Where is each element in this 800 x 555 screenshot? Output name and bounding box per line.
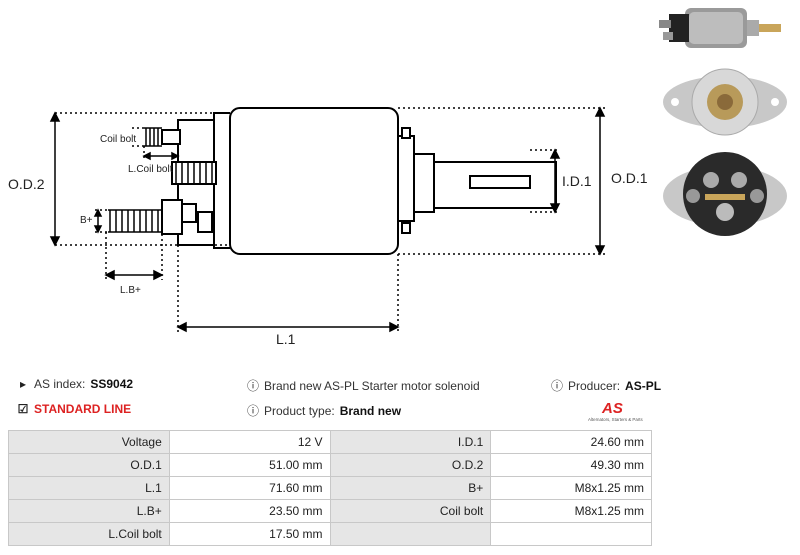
b-plus-label: B+ bbox=[80, 215, 93, 226]
as-index: ▸ AS index: SS9042 bbox=[17, 377, 133, 391]
spec-key: L.Coil bolt bbox=[8, 522, 170, 546]
description: ⓘ Brand new AS-PL Starter motor solenoid bbox=[247, 377, 480, 394]
standard-line-text: STANDARD LINE bbox=[34, 402, 132, 416]
spec-key: Coil bolt bbox=[329, 499, 492, 523]
product-photo-front bbox=[663, 152, 787, 236]
spec-key: L.B+ bbox=[8, 499, 170, 523]
spec-value: 51.00 mm bbox=[168, 453, 331, 477]
id1-label: I.D.1 bbox=[562, 173, 592, 189]
spec-value: M8x1.25 mm bbox=[490, 476, 652, 500]
spec-value: 12 V bbox=[168, 430, 331, 454]
spec-value: M8x1.25 mm bbox=[490, 499, 652, 523]
spec-value: 24.60 mm bbox=[490, 430, 652, 454]
product-type: ⓘ Product type: Brand new bbox=[247, 402, 401, 419]
svg-text:Alternators, Starters & Parts: Alternators, Starters & Parts bbox=[588, 417, 643, 422]
spec-value: 23.50 mm bbox=[168, 499, 331, 523]
checkbox-icon: ☑ bbox=[17, 402, 29, 416]
info-icon: ⓘ bbox=[551, 379, 564, 393]
product-photo-side bbox=[659, 8, 781, 48]
spec-key: O.D.2 bbox=[329, 453, 492, 477]
product-type-label: Product type: bbox=[264, 403, 335, 418]
spec-key: O.D.1 bbox=[8, 453, 170, 477]
description-text: Brand new AS-PL Starter motor solenoid bbox=[264, 378, 480, 393]
spec-value: 71.60 mm bbox=[168, 476, 331, 500]
l-b-plus-label: L.B+ bbox=[120, 285, 141, 296]
spec-value: 17.50 mm bbox=[168, 522, 331, 546]
coil-bolt-label: Coil bolt bbox=[100, 134, 136, 145]
as-index-value: SS9042 bbox=[90, 377, 134, 391]
product-photo-back bbox=[663, 68, 787, 136]
svg-text:AS: AS bbox=[601, 400, 623, 417]
product-type-value: Brand new bbox=[339, 403, 402, 418]
spec-key: B+ bbox=[329, 476, 492, 500]
producer-label: Producer: bbox=[568, 378, 621, 393]
spec-key: I.D.1 bbox=[329, 430, 492, 454]
producer: ⓘ Producer: AS-PL bbox=[551, 377, 661, 394]
l-coil-bolt-label: L.Coil bolt bbox=[128, 164, 173, 175]
info-icon: ⓘ bbox=[247, 404, 260, 418]
tag-icon: ▸ bbox=[19, 377, 27, 391]
spec-value: 49.30 mm bbox=[490, 453, 652, 477]
as-index-label: AS index: bbox=[34, 377, 86, 391]
producer-value: AS-PL bbox=[625, 378, 662, 393]
info-icon: ⓘ bbox=[247, 379, 260, 393]
l1-label: L.1 bbox=[276, 331, 296, 347]
od1-label: O.D.1 bbox=[611, 170, 648, 186]
as-pl-logo: AS Alternators, Starters & Parts bbox=[588, 400, 643, 422]
spec-value bbox=[490, 522, 652, 546]
od2-label: O.D.2 bbox=[8, 176, 45, 192]
standard-line: ☑ STANDARD LINE bbox=[17, 402, 132, 416]
spec-key: L.1 bbox=[8, 476, 170, 500]
spec-key: Voltage bbox=[8, 430, 170, 454]
solenoid-technical-drawing: O.D.2 O.D.1 I.D.1 L.1 Coil bolt L.Coil b… bbox=[8, 106, 648, 347]
spec-key bbox=[329, 522, 492, 546]
